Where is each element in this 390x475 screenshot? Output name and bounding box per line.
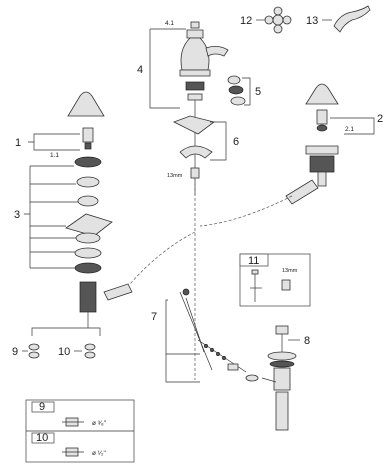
- spout-top: [186, 29, 204, 39]
- left-handle: [67, 91, 105, 117]
- right-valve-assembly: [285, 83, 339, 205]
- callout-2-1: 2.1: [345, 126, 354, 133]
- drain-body: [273, 367, 291, 391]
- callout-1-1: 1.1: [50, 152, 59, 159]
- callout-8: 8: [304, 335, 310, 347]
- cartridge-ring-top: [227, 75, 241, 85]
- left-cartridge-stem: [84, 142, 92, 150]
- spout-arm: [205, 46, 229, 57]
- left-valve-assembly: [65, 91, 133, 325]
- right-flange: [305, 145, 339, 155]
- adapter-10-bottom: [84, 351, 96, 359]
- left-washer-3: [77, 195, 99, 207]
- drain-assembly: 8: [261, 325, 310, 431]
- callout-2-group: 2 2.1: [330, 113, 383, 135]
- left-washer-4: [75, 232, 101, 244]
- callout-7: 7: [151, 311, 157, 323]
- spout-ring: [185, 81, 205, 91]
- fitting-icon-10: [62, 447, 84, 457]
- nut-icon: [281, 279, 291, 291]
- wrench-size-center: 13mm: [167, 173, 183, 179]
- box-11: 11 13mm: [239, 253, 311, 307]
- spout-washer: [187, 93, 203, 101]
- right-cartridge: [316, 109, 328, 125]
- spout-neck: [180, 37, 210, 71]
- clamp-plate: [173, 115, 215, 135]
- cross-handle-icon: [264, 6, 292, 34]
- drain-tailpiece: [275, 391, 289, 431]
- wrench-size-box11: 13mm: [282, 268, 298, 274]
- left-washer-6: [74, 262, 102, 274]
- lever-handle-icon: [333, 5, 371, 33]
- rod-knob: [182, 288, 190, 296]
- drain-stopper: [275, 325, 289, 335]
- pivot-nut: [245, 374, 259, 382]
- callout-2: 2: [377, 113, 383, 125]
- callout-4-1: 4.1: [165, 20, 174, 27]
- left-washer-2: [76, 176, 100, 188]
- spout-nut: [190, 167, 200, 179]
- callout-12-group: 12: [240, 6, 292, 34]
- cartridge-ring-bottom: [230, 96, 246, 106]
- right-handle: [305, 83, 339, 105]
- popup-rod-assembly: 7: [151, 288, 259, 383]
- left-cartridge: [82, 127, 94, 143]
- wrench-icon: [250, 269, 262, 302]
- adapter-9-top: [28, 343, 40, 351]
- right-valve-body: [309, 155, 335, 173]
- right-hose-connector: [285, 179, 319, 205]
- clamp-bracket: [179, 145, 213, 159]
- spout-base: [179, 69, 211, 77]
- left-flow-line: [129, 231, 196, 285]
- drain-gasket: [269, 360, 295, 368]
- left-washer-1: [74, 156, 102, 168]
- adapter-9-bottom: [28, 351, 40, 359]
- callout-9: 9: [12, 346, 18, 358]
- callout-1: 1: [15, 137, 21, 149]
- callout-4: 4: [137, 64, 143, 76]
- callout-3-group: 3: [14, 165, 78, 269]
- left-valve-body: [79, 281, 97, 313]
- left-washer-5: [74, 247, 102, 259]
- right-valve-outlet: [317, 171, 327, 187]
- callout-1-group: 1 1.1: [15, 133, 80, 159]
- right-flow-line: [199, 195, 293, 227]
- aerator-cap: [190, 21, 200, 29]
- legend-number-10: 10: [36, 432, 48, 444]
- right-o-ring: [316, 124, 328, 132]
- callout-12: 12: [240, 15, 252, 27]
- drain-flange: [267, 351, 297, 361]
- callout-6-group: 6: [210, 121, 239, 161]
- spout-assembly: [173, 21, 229, 380]
- callout-4-group: 4 4.1: [137, 20, 186, 109]
- callout-10: 10: [58, 346, 70, 358]
- fitting-icon-9: [62, 417, 84, 427]
- legend-thread-10: ø ¹⁄₂": [92, 450, 107, 457]
- cartridge-ring-mid: [228, 85, 244, 95]
- callout-13: 13: [306, 15, 318, 27]
- left-hose-connector: [103, 283, 133, 301]
- callout-9-10-group: 9 10: [12, 325, 101, 359]
- callout-5: 5: [255, 86, 261, 98]
- callout-3: 3: [14, 209, 20, 221]
- callout-13-group: 13: [306, 5, 371, 33]
- callout-11: 11: [248, 255, 259, 267]
- legend-number-9: 9: [39, 401, 45, 413]
- thread-legend: 9 10 ø ³⁄₈" ø ¹⁄₂": [25, 399, 135, 463]
- adapter-10-top: [84, 343, 96, 351]
- callout-6: 6: [233, 136, 239, 148]
- rod-clip: [227, 363, 239, 371]
- callout-5-group: 5: [227, 75, 261, 106]
- lift-rod: [179, 291, 213, 371]
- legend-thread-9: ø ³⁄₈": [92, 420, 107, 427]
